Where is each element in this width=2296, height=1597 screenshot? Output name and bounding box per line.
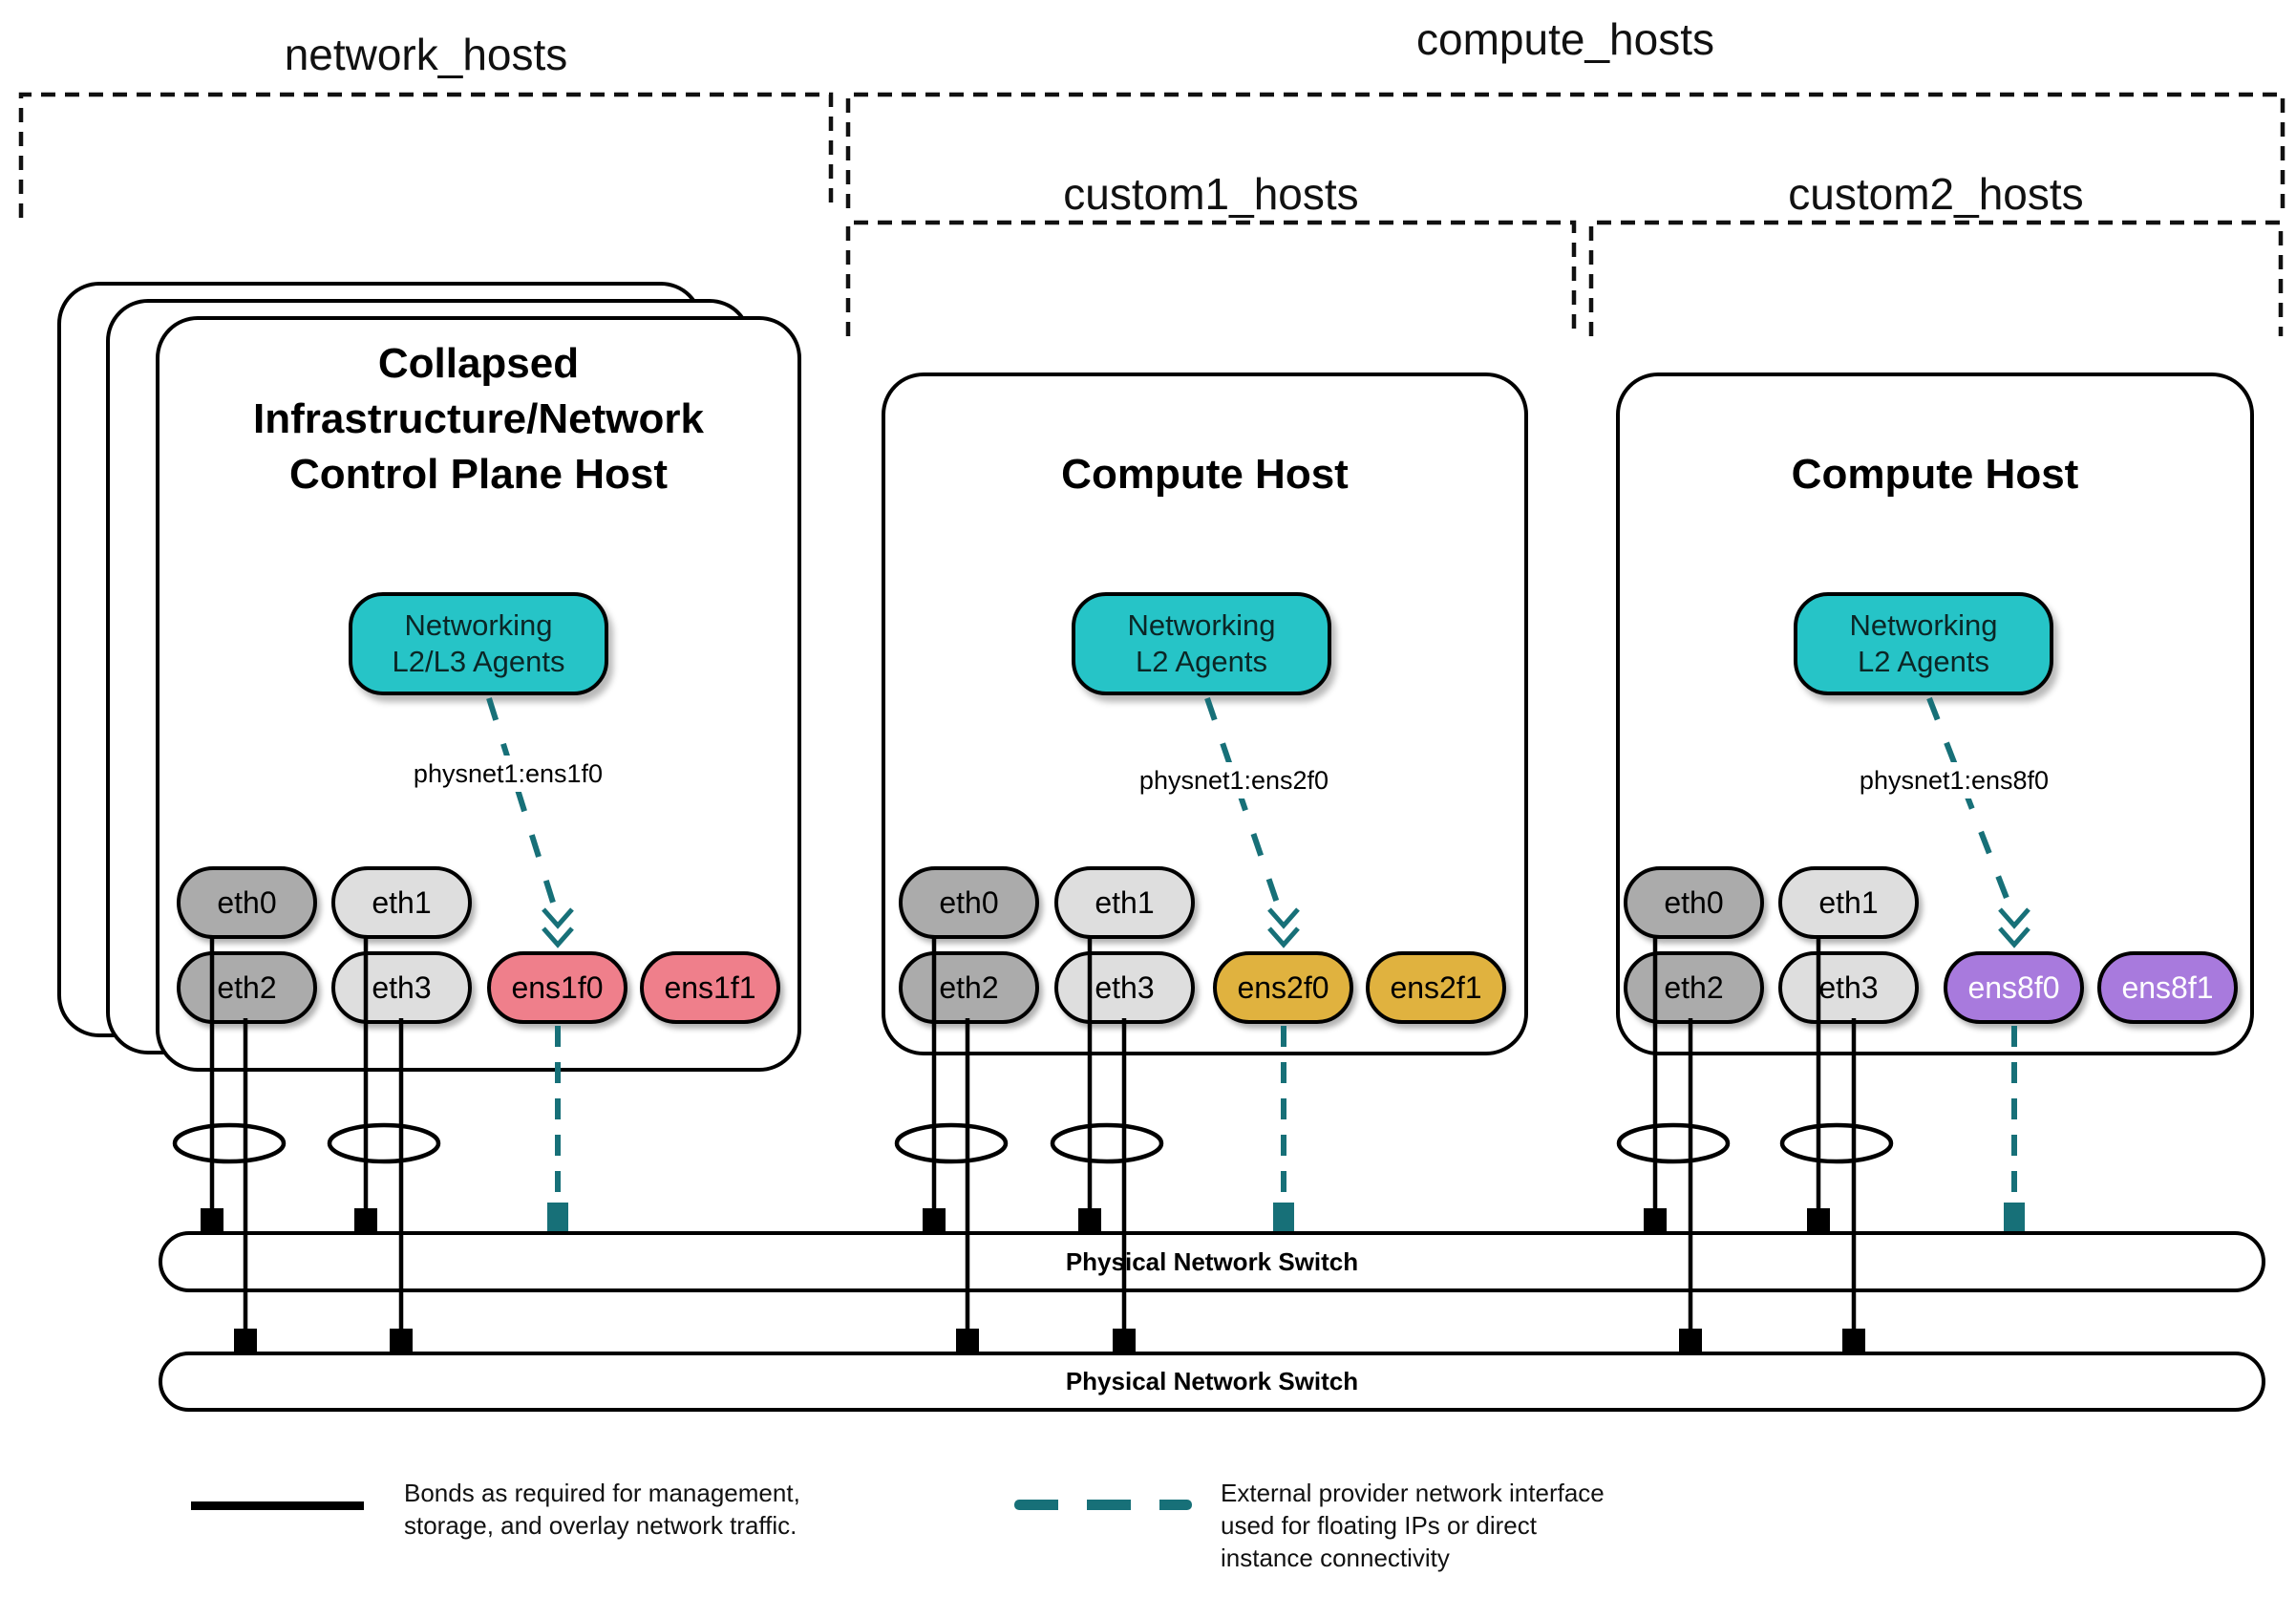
nic-eth3: eth3 xyxy=(331,951,472,1024)
collapsed-host-title-line3: Control Plane Host xyxy=(288,451,669,498)
legend-bond-line1: Bonds as required for management, xyxy=(404,1479,800,1507)
nic-eth0: eth0 xyxy=(177,866,317,939)
legend-provider-line2: used for floating IPs or direct xyxy=(1221,1511,1537,1540)
collapsed-host-title-line2: Infrastructure/Network xyxy=(253,395,704,442)
nic-ens2f0: ens2f0 xyxy=(1213,951,1353,1024)
switch2-connectors xyxy=(234,1329,1865,1352)
nic-eth0: eth0 xyxy=(899,866,1039,939)
nic-ens2f1: ens2f1 xyxy=(1366,951,1506,1024)
legend-bond-line2: storage, and overlay network traffic. xyxy=(404,1511,797,1540)
compute-host1-title-line1: Compute Host xyxy=(1061,451,1349,498)
nic-eth1: eth1 xyxy=(1778,866,1919,939)
compute-host1-title: Compute Host xyxy=(882,447,1528,502)
custom2-hosts-label: custom2_hosts xyxy=(1788,169,2084,219)
custom2-hosts-bracket xyxy=(1588,220,2284,336)
switch1-connectors xyxy=(201,1208,1830,1231)
custom1-hosts-bracket xyxy=(845,220,1577,336)
nic-ens8f1: ens8f1 xyxy=(2097,951,2238,1024)
agent-line2: L2/L3 Agents xyxy=(392,645,565,678)
nic-eth2: eth2 xyxy=(1624,951,1764,1024)
custom1-hosts-label: custom1_hosts xyxy=(1063,169,1359,219)
switch2-label: Physical Network Switch xyxy=(1065,1367,1359,1395)
nic-eth2: eth2 xyxy=(177,951,317,1024)
agent-line2: L2 Agents xyxy=(1858,645,1989,678)
agent-line1: Networking xyxy=(1127,608,1276,642)
legend-provider-line-sample xyxy=(1014,1500,1192,1510)
compute-host2-agent-box: Networking L2 Agents xyxy=(1794,592,2053,695)
collapsed-host-title: Collapsed Infrastructure/Network Control… xyxy=(165,336,792,502)
legend-provider-line3: instance connectivity xyxy=(1221,1544,1450,1572)
nic-ens1f1: ens1f1 xyxy=(640,951,780,1024)
compute-hosts-label: compute_hosts xyxy=(1416,14,1714,64)
collapsed-host-agent-box: Networking L2/L3 Agents xyxy=(349,592,608,695)
compute-host1-agent-box: Networking L2 Agents xyxy=(1072,592,1331,695)
nic-eth3: eth3 xyxy=(1778,951,1919,1024)
collapsed-host-title-line1: Collapsed xyxy=(377,340,580,387)
nic-eth1: eth1 xyxy=(1054,866,1195,939)
compute-host2-physnet-label: physnet1:ens8f0 xyxy=(1820,762,2088,798)
physical-network-switch-1: Physical Network Switch xyxy=(159,1231,2265,1292)
compute-host2-title: Compute Host xyxy=(1616,447,2254,502)
compute-host1-physnet-label: physnet1:ens2f0 xyxy=(1100,762,1368,798)
nic-ens1f0: ens1f0 xyxy=(487,951,627,1024)
legend-bond-text: Bonds as required for management, storag… xyxy=(404,1477,800,1542)
nic-eth2: eth2 xyxy=(899,951,1039,1024)
legend-provider-text: External provider network interface used… xyxy=(1221,1477,1605,1574)
agent-line1: Networking xyxy=(404,608,553,642)
physical-network-switch-2: Physical Network Switch xyxy=(159,1352,2265,1412)
network-hosts-bracket xyxy=(18,92,834,218)
agent-line2: L2 Agents xyxy=(1136,645,1267,678)
agent-line1: Networking xyxy=(1849,608,1998,642)
legend-bond-line-sample xyxy=(191,1501,364,1510)
bond-ellipses xyxy=(172,1122,1894,1164)
provider-connectors xyxy=(547,1203,2025,1231)
nic-ens8f0: ens8f0 xyxy=(1944,951,2084,1024)
compute-host2-title-line1: Compute Host xyxy=(1791,451,2079,498)
collapsed-host-physnet-label: physnet1:ens1f0 xyxy=(374,756,642,792)
switch1-label: Physical Network Switch xyxy=(1065,1246,1359,1276)
nic-eth3: eth3 xyxy=(1054,951,1195,1024)
nic-eth0: eth0 xyxy=(1624,866,1764,939)
legend-provider-line1: External provider network interface xyxy=(1221,1479,1605,1507)
nic-eth1: eth1 xyxy=(331,866,472,939)
network-hosts-label: network_hosts xyxy=(284,30,568,79)
